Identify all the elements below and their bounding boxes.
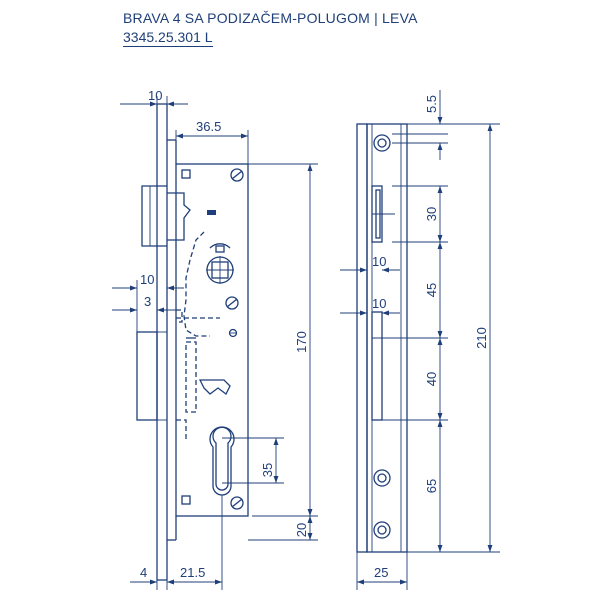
title-line-1: BRAVA 4 SA PODIZAČEM-POLUGOM | LEVA: [123, 10, 418, 26]
side-face-plate: [356, 123, 368, 553]
dim-height-170: 170: [294, 331, 309, 353]
dim-cylinder-35: 35: [260, 463, 275, 477]
lever-piece: [198, 379, 231, 395]
dim-backset-top: 36.5: [196, 119, 221, 134]
title-line-2-part-number: 3345.25.301 L: [123, 29, 213, 47]
drawing-title: BRAVA 4 SA PODIZAČEM-POLUGOM | LEVA 3345…: [123, 8, 418, 47]
screw-bottom: [230, 496, 244, 510]
dim-side-65: 65: [424, 479, 439, 493]
dim-latch-projection: 10: [140, 272, 154, 287]
dim-bottom-4: 4: [140, 565, 147, 580]
dim-latch-offset: 3: [144, 294, 151, 309]
dim-side-210: 210: [474, 327, 489, 349]
dim-side-5-5: 5.5: [424, 95, 439, 113]
side-screw-top: [373, 134, 391, 152]
dim-side-45: 45: [424, 283, 439, 297]
dim-side-30: 30: [424, 207, 439, 221]
dim-side-40: 40: [424, 372, 439, 386]
side-view: 5.5 30 10 45 10 40 65 210 25: [340, 90, 500, 590]
screw-middle: [225, 296, 239, 310]
screw-top: [230, 168, 244, 182]
cylinder-cutout: [209, 426, 235, 496]
front-view: 10 36.5 10 3 170 35 20: [112, 88, 318, 590]
dim-side-10-a: 10: [372, 254, 386, 269]
latch-block: [141, 185, 167, 247]
dim-front-plate-thickness: 10: [148, 88, 162, 103]
side-screw-bottom: [373, 521, 391, 539]
face-plate: [156, 103, 168, 581]
dim-side-25: 25: [374, 565, 388, 580]
dim-bottom-21-5: 21.5: [180, 565, 205, 580]
lock-case: [175, 163, 249, 517]
deadbolt-projection: [136, 331, 158, 421]
follower: [206, 243, 234, 284]
dim-bottom-20: 20: [294, 523, 309, 537]
side-screw-mid: [373, 469, 391, 487]
dim-side-10-b: 10: [372, 296, 386, 311]
